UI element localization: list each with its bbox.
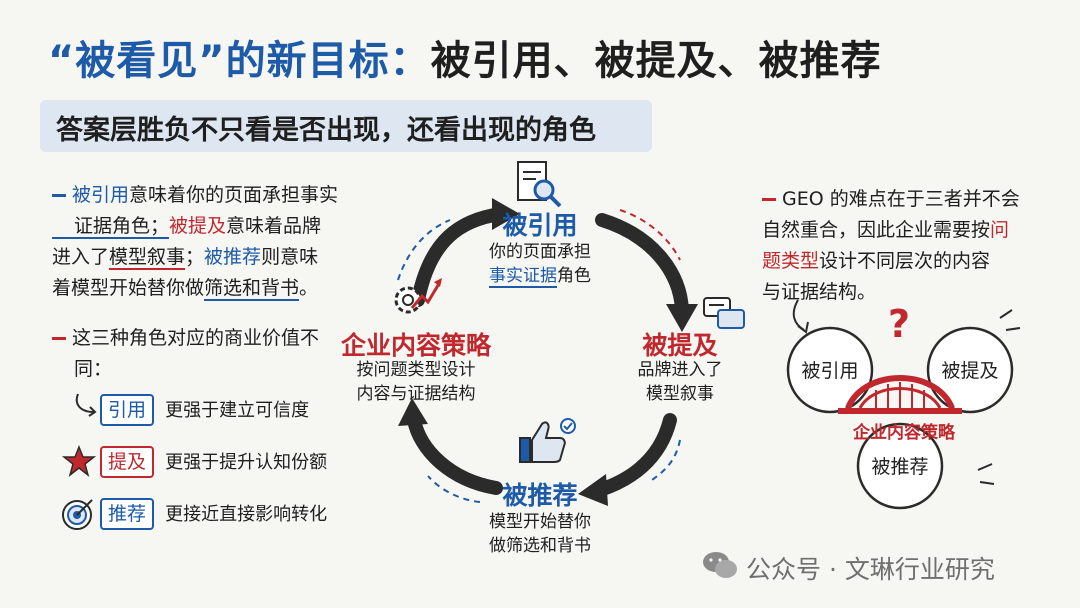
node-mention-title: 被提及 — [642, 331, 718, 360]
wechat-icon — [703, 552, 737, 578]
gear-chart-icon — [394, 278, 442, 314]
term-question-type: 题类型 — [762, 250, 820, 272]
circle-label-recommend: 被推荐 — [871, 456, 929, 478]
question-mark: ? — [888, 302, 911, 346]
term-narrative: 模型叙事 — [109, 246, 186, 270]
right-paragraph: GEO 的难点在于三者并不会 自然重合，因此企业需要按问 题类型设计不同层次的内… — [762, 184, 1052, 308]
page-title: “被看见”的新目标：被引用、被提及、被推荐 — [48, 28, 882, 86]
node-strategy-desc2: 内容与证据结构 — [356, 384, 476, 404]
bridge-label: 企业内容策略 — [853, 423, 955, 443]
subtitle: 答案层胜负不只看是否出现，还看出现的角色 — [56, 115, 596, 146]
tag-recommend: 推荐 — [100, 498, 155, 530]
node-strategy-desc1: 按问题类型设计 — [356, 360, 476, 380]
title-part2: 被引用、被提及、被推荐 — [430, 38, 882, 84]
node-mention-desc1: 品牌进入了 — [637, 360, 723, 380]
arrow-cite-to-mention — [595, 213, 689, 317]
text-seg: 自然重合，因此企业需要按 — [762, 219, 991, 241]
thumbs-up-icon — [519, 418, 576, 463]
value-text: 更强于提升认知份额 — [165, 452, 328, 473]
term-question: 问 — [990, 219, 1010, 241]
watermark-text: 公众号 · 文琳行业研究 — [746, 555, 995, 584]
text-seg: 。 — [299, 277, 319, 299]
term-recommend: 被推荐 — [204, 246, 262, 268]
text-seg: 与证据结构。 — [762, 281, 877, 303]
text-seg: 同： — [74, 358, 113, 380]
arrow-strategy-to-cite — [411, 207, 507, 307]
term-cite: 被引用 — [72, 184, 130, 206]
text-seg: 意味着品牌 — [226, 215, 322, 237]
subtitle-highlight — [40, 100, 652, 152]
text-seg: 设计不同层次的内容 — [819, 250, 991, 272]
node-cite-desc2b: 角色 — [557, 266, 591, 286]
term-endorse: 筛选和背书 — [204, 277, 300, 301]
document-search-icon — [517, 161, 562, 208]
left-paragraph-2: 这三种角色对应的商业价值不 同： — [52, 323, 352, 385]
node-strategy-desc: 按问题类型设计 内容与证据结构 — [346, 358, 486, 406]
tag-cite: 引用 — [100, 394, 155, 426]
text-seg: 意味着你的页面承担事实 — [129, 184, 339, 206]
text-seg: 着模型开始替你做 — [52, 277, 205, 299]
node-recommend-title: 被推荐 — [502, 481, 578, 510]
circle-label-mention: 被提及 — [941, 360, 999, 382]
tag-mention: 提及 — [100, 446, 155, 478]
node-strategy-title: 企业内容策略 — [340, 331, 491, 360]
bullet-dash — [762, 198, 776, 201]
node-recommend-desc2: 做筛选和背书 — [489, 536, 591, 556]
arrow-recommend-to-strategy — [407, 413, 503, 495]
node-mention-desc2: 模型叙事 — [646, 384, 714, 404]
value-row-cite: 引用 更强于建立可信度 — [100, 394, 309, 426]
text-seg: ； — [185, 246, 205, 268]
cycle-arrows — [397, 198, 698, 506]
term-mention: 被提及 — [169, 215, 227, 237]
left-paragraph-1: 被引用意味着你的页面承担事实 证据角色；被提及意味着品牌 进入了模型叙事；被推荐… — [52, 180, 352, 304]
node-recommend-desc: 模型开始替你 做筛选和背书 — [470, 510, 610, 558]
bullet-dash — [52, 337, 66, 340]
star-icon — [62, 444, 96, 477]
target-icon — [62, 499, 93, 530]
text-seg: 则意味 — [261, 246, 319, 268]
node-cite-desc2a: 事实证据 — [489, 266, 557, 288]
value-row-recommend: 推荐 更接近直接影响转化 — [100, 498, 327, 530]
text-seg: GEO 的难点在于三者并不会 — [782, 188, 1020, 210]
node-cite-title: 被引用 — [502, 211, 578, 240]
overlap-diagram — [786, 299, 1021, 510]
chat-bubbles-icon — [703, 297, 745, 329]
node-cite-desc1: 你的页面承担 — [489, 242, 591, 262]
bullet-dash — [52, 194, 66, 197]
curved-arrow-icon — [75, 393, 97, 417]
value-row-mention: 提及 更强于提升认知份额 — [100, 446, 327, 478]
node-recommend-desc1: 模型开始替你 — [489, 512, 591, 532]
circle-label-cite: 被引用 — [801, 360, 859, 382]
value-text: 更强于建立可信度 — [165, 400, 310, 421]
arrow-mention-to-recommend — [593, 413, 677, 497]
value-text: 更接近直接影响转化 — [165, 504, 328, 525]
text-seg: 进入了 — [52, 246, 110, 268]
node-cite-desc: 你的页面承担 事实证据角色 — [470, 240, 610, 288]
node-mention-desc: 品牌进入了 模型叙事 — [610, 358, 750, 406]
title-part1: “被看见”的新目标： — [48, 38, 431, 84]
text-seg: 这三种角色对应的商业价值不 — [72, 327, 320, 349]
text-seg: 证据角色； — [52, 215, 170, 239]
